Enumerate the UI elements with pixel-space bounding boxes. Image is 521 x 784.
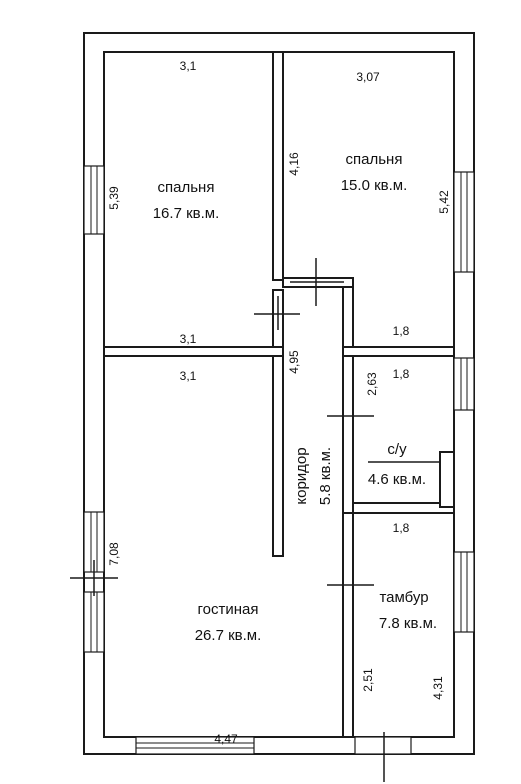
dim-bedroom-left-top: 3,1: [180, 59, 197, 73]
vestibule-area: 7.8 кв.м.: [379, 615, 437, 632]
windows: [83, 165, 475, 755]
bedroom-left-name: спальня: [158, 179, 215, 196]
dim-vestibule-right: 4,31: [431, 676, 445, 700]
vestibule-name: тамбур: [379, 589, 428, 606]
dim-bedroom-right-side: 5,42: [437, 190, 451, 214]
bedroom-right-area: 15.0 кв.м.: [341, 177, 408, 194]
dim-bedroom-left-bottom: 3,1: [180, 332, 197, 346]
dim-living-side: 7,08: [107, 542, 121, 566]
dim-bathroom-top: 1,8: [393, 367, 410, 381]
corridor-name: коридор: [293, 447, 310, 504]
interior-walls: [103, 51, 455, 738]
bedroom-right-name: спальня: [346, 151, 403, 168]
dim-living-bottom: 4,47: [214, 732, 238, 746]
dim-bathroom-side: 2,63: [365, 372, 379, 396]
corridor-area: 5.8 кв.м.: [317, 447, 334, 505]
dim-bedroom-right-left: 4,16: [287, 152, 301, 176]
dim-bedroom-right-top: 3,07: [356, 70, 380, 84]
bathroom-area: 4.6 кв.м.: [368, 471, 426, 488]
door-markers: [70, 258, 385, 782]
dim-vestibule-left: 2,51: [361, 668, 375, 692]
dim-bedroom-right-bottom: 1,8: [393, 324, 410, 338]
dim-corridor-length: 4,95: [287, 350, 301, 374]
bedroom-left-area: 16.7 кв.м.: [153, 205, 220, 222]
dim-bedroom-left-side: 5,39: [107, 186, 121, 210]
dim-vestibule-top: 1,8: [393, 521, 410, 535]
bathroom-name: с/у: [387, 441, 407, 458]
dim-living-top: 3,1: [180, 369, 197, 383]
living-area: 26.7 кв.м.: [195, 627, 262, 644]
living-name: гостиная: [198, 601, 259, 618]
